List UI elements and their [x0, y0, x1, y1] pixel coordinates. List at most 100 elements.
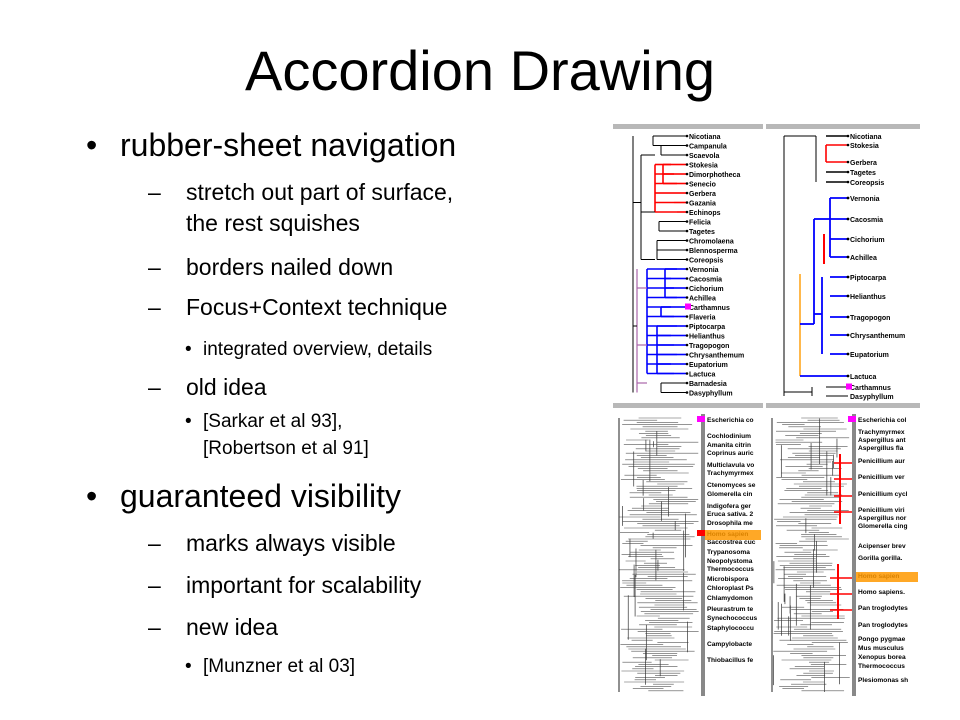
taxon-label: Blennosperma — [689, 248, 738, 255]
taxon-label: Saccostrea cuc — [707, 539, 756, 546]
sub-bullet-marker: – — [148, 572, 161, 598]
slide-title: Accordion Drawing — [245, 39, 715, 102]
leaf-node — [685, 324, 689, 328]
taxon-label: Chrysanthemum — [689, 353, 744, 360]
taxon-label: Multiclavula vo — [707, 462, 754, 469]
leaf-node — [685, 248, 689, 252]
taxon-label: Flaveria — [689, 315, 716, 322]
leaf-node — [685, 210, 689, 214]
taxon-label: Campylobacte — [707, 641, 752, 648]
taxon-label: Achillea — [689, 296, 716, 303]
phylogenetic-tree-overview: NicotianaCampanulaScaevolaStokesiaDimorp… — [613, 124, 763, 408]
leaf-node — [685, 172, 689, 176]
taxon-label: Tragopogon — [850, 315, 890, 322]
taxon-label: Pan troglodytes — [858, 622, 908, 629]
taxon-label: Pan troglodytes — [858, 605, 908, 612]
leaf-node — [685, 362, 689, 366]
taxon-label: Cacosmia — [850, 217, 883, 224]
taxon-label: Cichorium — [850, 237, 885, 244]
marked-node — [697, 530, 705, 536]
taxon-label: Thermococcus — [707, 566, 754, 573]
bullet-list: • rubber-sheet navigation – stretch out … — [86, 127, 457, 677]
item-sarkar-line1: [Sarkar et al 93], — [203, 411, 343, 432]
taxon-label: Aspergillus nor — [858, 515, 907, 522]
highlight-band — [705, 530, 761, 540]
taxon-label: Echinops — [689, 210, 721, 217]
taxon-label: Penicillium ver — [858, 474, 905, 481]
taxon-label: Cacosmia — [689, 277, 722, 284]
sub-bullet-stretch-line1: stretch out part of surface, — [186, 179, 454, 205]
taxon-label: Escherichia co — [707, 417, 754, 424]
taxon-label: Stokesia — [689, 163, 718, 170]
leaf-node — [685, 153, 689, 157]
highlight-band — [856, 572, 918, 582]
sub-bullet-marker: – — [148, 614, 161, 640]
taxon-label: Eupatorium — [850, 352, 889, 359]
leaf-node — [846, 170, 850, 174]
frame-bar — [613, 403, 763, 408]
taxon-label: Senecio — [689, 182, 716, 189]
taxon-label: Lactuca — [850, 374, 877, 381]
leaf-node — [685, 191, 689, 195]
taxon-label: Trypanosoma — [707, 549, 750, 556]
taxon-label: Trachymyrmex — [707, 470, 754, 477]
leaf-node — [685, 286, 689, 290]
leaf-node — [846, 315, 850, 319]
taxon-label: Microbispora — [707, 576, 749, 583]
marked-node — [848, 416, 856, 422]
taxon-label: Barnadesia — [689, 381, 727, 388]
taxon-label: Tagetes — [689, 229, 715, 236]
taxon-label: Plesiomonas sh — [858, 677, 908, 684]
taxon-label: Chlamydomon — [707, 595, 753, 602]
leaf-node — [685, 163, 689, 166]
taxon-label: Pleurastrum te — [707, 606, 754, 613]
sub-bullet-marker: – — [148, 254, 161, 280]
leaf-node — [846, 333, 850, 337]
leaf-node — [846, 294, 850, 298]
taxon-label: Synechococcus — [707, 615, 758, 622]
taxon-label: Piptocarpa — [850, 275, 886, 282]
item-integrated-overview: integrated overview, details — [203, 339, 433, 360]
taxon-label: Vernonia — [689, 267, 719, 274]
taxon-label: Gorilla gorilla. — [858, 555, 903, 562]
taxon-label: Tragopogon — [689, 343, 729, 350]
sub-bullet-stretch-line2: the rest squishes — [186, 210, 360, 236]
taxon-label: Stokesia — [850, 143, 879, 150]
leaf-node — [846, 352, 850, 356]
taxon-label: Felicia — [689, 220, 711, 227]
taxon-label: Helianthus — [689, 334, 725, 341]
leaf-node — [846, 275, 850, 279]
leaf-node — [846, 134, 850, 138]
taxon-label: Eupatorium — [689, 362, 728, 369]
leaf-node — [846, 255, 850, 259]
taxon-label: Dasyphyllum — [689, 391, 733, 398]
taxon-label: Gerbera — [689, 191, 716, 198]
taxon-label: Nicotiana — [850, 134, 882, 141]
taxon-label: Trachymyrmex — [858, 429, 905, 436]
item-marker: • — [185, 656, 192, 677]
leaf-node — [685, 296, 689, 299]
marked-node — [846, 383, 852, 390]
taxon-label: Nicotiana — [689, 134, 721, 141]
bullet-rubber-sheet-navigation: rubber-sheet navigation — [120, 127, 457, 163]
taxon-label: Thiobacillus fe — [707, 657, 753, 664]
taxon-label: Indigofera ger — [707, 503, 751, 510]
taxon-label: Pongo pygmae — [858, 636, 906, 643]
taxon-label: Drosophila me — [707, 520, 753, 527]
leaf-node — [685, 258, 689, 261]
taxon-label: Piptocarpa — [689, 324, 725, 331]
sub-bullet-marks-visible: marks always visible — [186, 530, 396, 556]
taxon-label: Carthamnus — [689, 305, 730, 312]
item-marker: • — [185, 339, 192, 360]
leaf-node — [685, 220, 689, 223]
sub-bullet-marker: – — [148, 374, 161, 400]
taxon-label: Gerbera — [850, 160, 877, 167]
leaf-node — [685, 343, 689, 347]
leaf-node — [685, 277, 689, 280]
item-sarkar-line2: [Robertson et al 91] — [203, 438, 369, 459]
marked-node — [697, 416, 705, 422]
taxon-label: Chrysanthemum — [850, 333, 905, 340]
